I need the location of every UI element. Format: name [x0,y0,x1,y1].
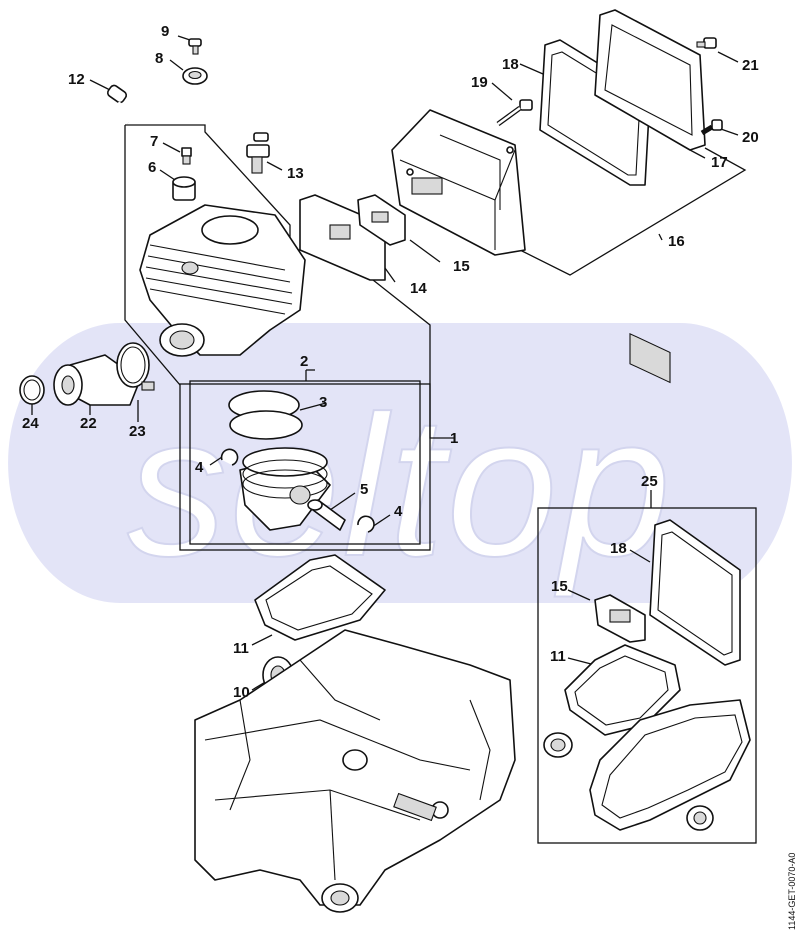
callout-16: 16 [668,233,685,250]
callout-8: 8 [155,50,163,67]
part-screw-19 [496,99,533,127]
part-circlip-4a [220,448,239,466]
callout-13: 13 [287,165,304,182]
part-piston-rings-3 [228,390,303,440]
part-clamp-23 [116,342,155,391]
part-crankcase [194,629,516,913]
callout-23: 23 [129,423,146,440]
part-washer-8 [182,67,208,85]
callout-24: 24 [22,415,39,432]
part-gasket-18-set [649,519,741,666]
callout-10: 10 [233,684,250,701]
callout-11b: 11 [550,648,566,665]
part-screw-21 [696,37,717,49]
callout-12: 12 [68,71,85,88]
part-gasket-15 [357,194,406,246]
watermark: seltop [8,323,792,603]
part-ring-24 [19,375,45,405]
callout-7: 7 [150,133,158,150]
part-crankcase-gasket [589,699,751,831]
callout-6: 6 [148,159,156,176]
callout-21: 21 [742,57,759,74]
part-seal-left [543,732,573,758]
part-bolt-12 [106,84,130,124]
callout-15a: 15 [453,258,470,275]
callout-20: 20 [742,129,759,146]
part-cover-17 [594,9,706,384]
callout-14: 14 [410,280,427,297]
part-screw-20 [700,119,723,136]
part-seal-right [686,805,714,831]
part-sleeve-6 [172,176,196,201]
part-gasket-18 [539,39,651,186]
part-plug-7 [181,147,192,165]
callout-18b: 18 [610,540,627,557]
watermark-text: seltop [127,375,673,598]
callout-2: 2 [300,353,308,370]
part-spark-plug-13 [246,132,270,174]
part-piston [239,447,331,531]
part-muffler-16 [391,109,526,256]
callout-17: 17 [711,154,728,171]
callout-25: 25 [641,473,658,490]
part-circlip-4b [357,515,375,533]
bracket-lines [124,124,757,844]
callout-3: 3 [319,394,327,411]
callout-5: 5 [360,481,368,498]
callout-4b: 4 [394,503,403,520]
part-pin-5 [307,499,346,531]
callout-labels: 1 2 3 4 4 5 6 7 8 9 10 11 11 12 13 14 15… [22,23,759,701]
part-gasket-15-set [594,594,646,643]
callout-22: 22 [80,415,97,432]
callout-11a: 11 [233,640,249,657]
callout-15b: 15 [551,578,568,595]
callout-18a: 18 [502,56,519,73]
part-screw-9 [188,38,202,55]
part-cylinder [139,204,306,357]
callout-19: 19 [471,74,488,91]
reference-code: 1144-GET-0070-A0 [787,853,797,930]
callout-1: 1 [450,430,458,447]
callout-4a: 4 [195,459,204,476]
watermark-band [8,323,792,603]
callout-9: 9 [161,23,169,40]
part-gasket-11 [254,554,386,641]
